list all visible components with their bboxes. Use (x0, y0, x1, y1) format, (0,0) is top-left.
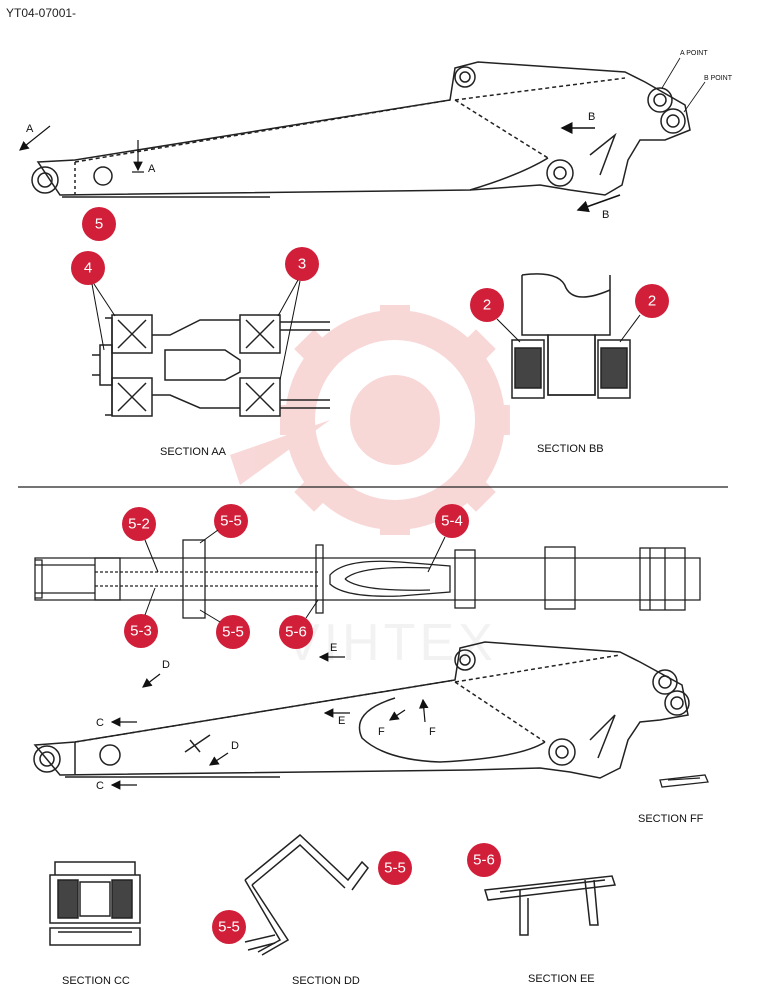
section-marker-d-upper: D (142, 659, 170, 688)
svg-text:5-2: 5-2 (128, 516, 150, 533)
document-id: YT04-07001- (6, 6, 77, 20)
section-ff-drawing (659, 774, 709, 788)
section-ff-caption: SECTION FF (638, 813, 704, 825)
svg-text:D: D (231, 740, 239, 752)
svg-text:E: E (330, 642, 337, 654)
svg-text:B POINT: B POINT (704, 75, 733, 82)
boom-side-view-top (31, 61, 691, 198)
svg-text:A: A (26, 123, 34, 135)
callout-5-4: 5-4 (435, 504, 469, 538)
section-marker-b-upper: B (560, 111, 595, 134)
leader-3b (279, 280, 301, 381)
svg-text:A POINT: A POINT (680, 50, 708, 57)
callout-5-3: 5-3 (124, 614, 158, 648)
leader-5-5-top (199, 529, 219, 544)
svg-text:3: 3 (298, 256, 306, 273)
svg-text:4: 4 (84, 260, 92, 277)
svg-text:5-3: 5-3 (130, 623, 152, 640)
svg-text:2: 2 (648, 293, 656, 310)
section-marker-c-upper: C (96, 717, 137, 729)
callout-2-left: 2 (470, 288, 504, 322)
gear-logo-icon (230, 305, 510, 535)
svg-text:5-5: 5-5 (222, 624, 244, 641)
leader-5-2 (144, 539, 159, 573)
callout-5-2: 5-2 (122, 507, 156, 541)
callout-5-6-top: 5-6 (279, 615, 313, 649)
leader-2-left (496, 318, 521, 343)
boom-side-view-lower (33, 641, 690, 779)
svg-text:5-5: 5-5 (384, 860, 406, 877)
callout-4: 4 (71, 251, 105, 285)
leader-4b (91, 283, 105, 351)
section-marker-e-lower: E (323, 708, 350, 727)
section-bb-caption: SECTION BB (537, 443, 604, 455)
section-marker-c-lower: C (96, 780, 137, 792)
callout-3: 3 (285, 247, 319, 281)
leader-5-6-top (305, 599, 319, 619)
section-ee-drawing (484, 875, 617, 936)
callout-2-right: 2 (635, 284, 669, 318)
section-ee-caption: SECTION EE (528, 973, 595, 985)
svg-text:E: E (338, 715, 345, 727)
leader-3a (277, 279, 299, 317)
svg-text:5-5: 5-5 (220, 513, 242, 530)
svg-text:5-6: 5-6 (473, 852, 495, 869)
svg-text:B: B (588, 111, 595, 123)
section-marker-a-top: A (132, 140, 156, 175)
section-dd-caption: SECTION DD (292, 975, 360, 987)
svg-text:B: B (602, 209, 609, 221)
watermark: VIHTEX (230, 305, 510, 672)
section-aa-caption: SECTION AA (160, 446, 227, 458)
svg-text:5-6: 5-6 (285, 624, 307, 641)
section-dd-drawing (244, 834, 369, 956)
leader-4a (93, 283, 116, 317)
svg-text:F: F (378, 726, 385, 738)
section-cc-drawing (49, 861, 141, 946)
b-point-label: B POINT (683, 75, 733, 113)
section-marker-f-right: F (418, 698, 436, 738)
svg-text:5: 5 (95, 216, 103, 233)
callout-5-5-dd-left: 5-5 (212, 910, 246, 944)
callout-5-5-dd-right: 5-5 (378, 851, 412, 885)
a-point-label: A POINT (661, 50, 708, 89)
section-aa-drawing (92, 314, 330, 417)
svg-text:D: D (162, 659, 170, 671)
callout-5-5-top: 5-5 (214, 504, 248, 538)
section-marker-f-left: F (378, 709, 406, 738)
section-marker-e-upper: E (318, 642, 345, 662)
section-marker-b-lower: B (576, 194, 621, 221)
boom-top-view (34, 539, 701, 619)
section-marker-a-left: A (19, 123, 51, 151)
svg-text:5-4: 5-4 (441, 513, 463, 530)
svg-text:5-5: 5-5 (218, 919, 240, 936)
svg-text:F: F (429, 726, 436, 738)
leader-5-5-bottom (199, 609, 221, 623)
leader-5-3 (144, 587, 156, 616)
callout-5-6-ee: 5-6 (467, 843, 501, 877)
leader-5-4 (427, 536, 446, 573)
section-bb-drawing (511, 273, 631, 399)
section-marker-d-lower: D (209, 740, 239, 766)
svg-text:C: C (96, 780, 104, 792)
svg-text:A: A (148, 163, 156, 175)
watermark-text: VIHTEX (285, 614, 497, 672)
section-cc-caption: SECTION CC (62, 975, 130, 987)
svg-text:C: C (96, 717, 104, 729)
callout-5: 5 (82, 207, 116, 241)
leader-2-right (619, 314, 641, 343)
svg-text:2: 2 (483, 297, 491, 314)
callout-5-5-bottom: 5-5 (216, 615, 250, 649)
